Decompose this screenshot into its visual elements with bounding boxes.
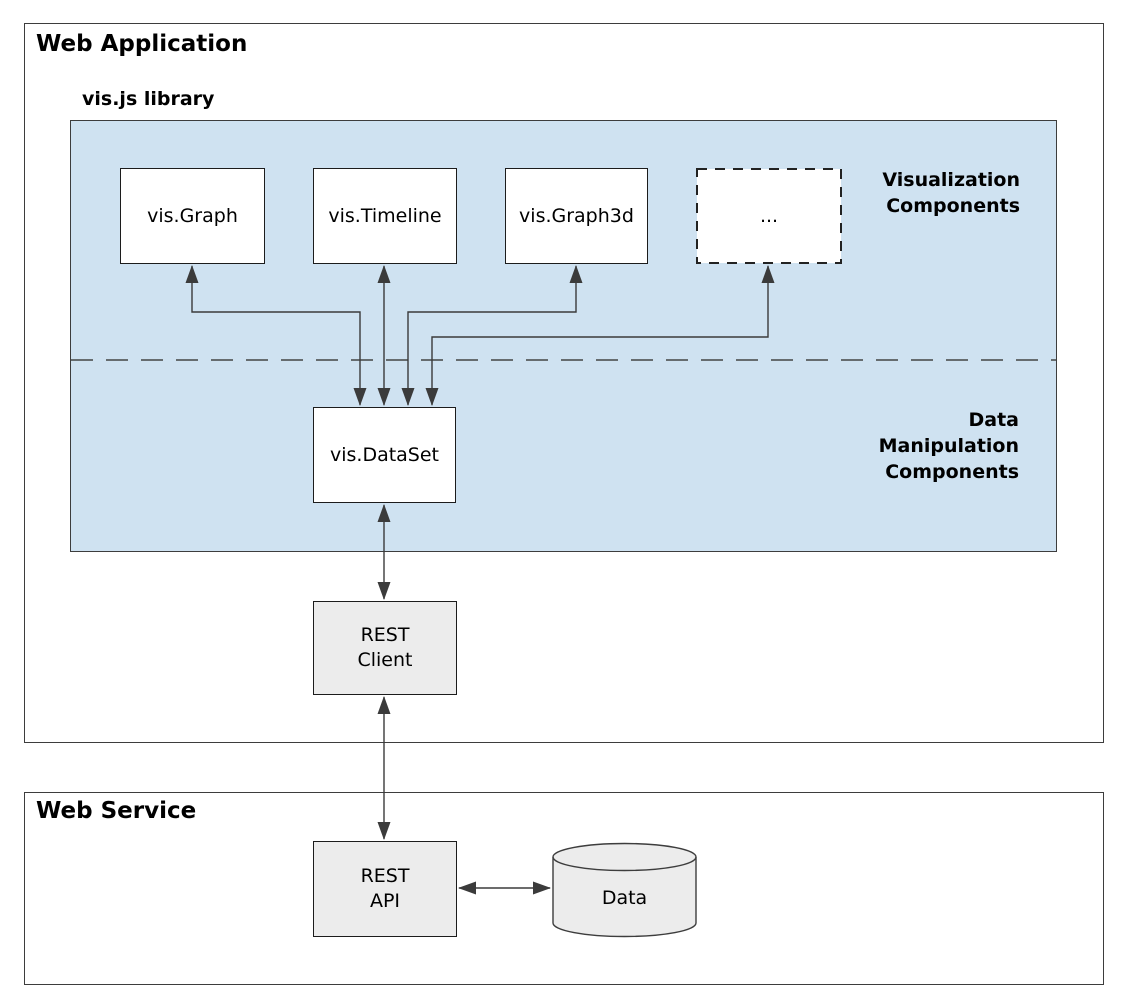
vis-dataset-node: vis.DataSet xyxy=(313,407,456,503)
data-store-node: Data xyxy=(552,842,697,938)
data-store-label: Data xyxy=(601,887,648,909)
visualization-components-label: Visualization Components xyxy=(882,167,1020,219)
vis-timeline-node: vis.Timeline xyxy=(313,168,457,264)
rest-client-line2: Client xyxy=(357,649,413,671)
data-manipulation-line2: Manipulation xyxy=(878,435,1019,457)
vis-dataset-label: vis.DataSet xyxy=(329,443,440,466)
vis-graph-node: vis.Graph xyxy=(120,168,265,264)
rest-api-line2: API xyxy=(369,890,401,912)
web-application-title: Web Application xyxy=(36,31,248,57)
web-service-title: Web Service xyxy=(36,798,197,824)
more-components-label: ... xyxy=(759,204,779,227)
visualization-components-line1: Visualization xyxy=(882,169,1020,191)
more-components-node: ... xyxy=(696,168,842,264)
data-manipulation-line1: Data xyxy=(968,409,1020,431)
dashed-border xyxy=(696,168,842,264)
database-cylinder-icon xyxy=(552,842,697,938)
rest-client-line1: REST xyxy=(360,624,410,647)
vis-graph3d-label: vis.Graph3d xyxy=(519,204,634,227)
vis-timeline-label: vis.Timeline xyxy=(328,204,442,227)
vis-graph-label: vis.Graph xyxy=(147,204,238,227)
data-manipulation-line3: Components xyxy=(885,461,1019,483)
vis-graph3d-node: vis.Graph3d xyxy=(505,168,648,264)
rest-api-node: REST API xyxy=(313,841,457,937)
visualization-components-line2: Components xyxy=(886,195,1020,217)
rest-client-node: REST Client xyxy=(313,601,457,695)
vis-library-title: vis.js library xyxy=(82,88,215,110)
data-manipulation-components-label: Data Manipulation Components xyxy=(879,407,1019,485)
rest-api-line1: REST xyxy=(360,865,410,888)
